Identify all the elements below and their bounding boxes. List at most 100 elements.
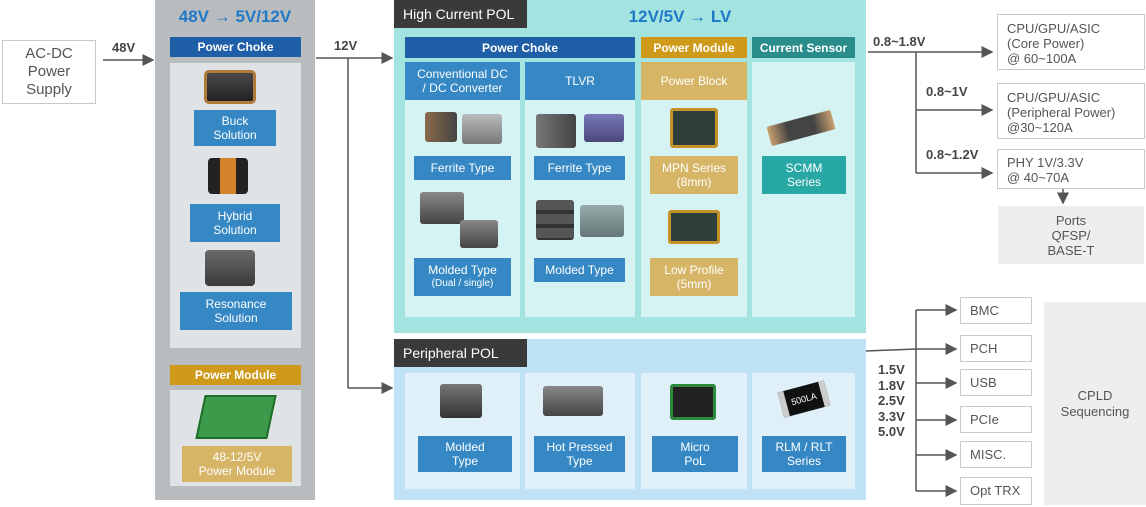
hybrid-line-1: Hybrid bbox=[217, 209, 253, 223]
conv-molded-image-1 bbox=[420, 192, 464, 224]
resonance-inductor-image bbox=[205, 250, 255, 286]
conv-molded-image-2 bbox=[460, 220, 498, 248]
conv-molded-type-box: Molded Type (Dual / single) bbox=[414, 258, 511, 296]
conv-molded-line-2: (Dual / single) bbox=[431, 278, 494, 289]
buck-inductor-image bbox=[204, 70, 256, 104]
pv-4: 3.3V bbox=[878, 408, 905, 424]
ppol-molded-line-2: Type bbox=[451, 454, 478, 468]
scmm-line-2: Series bbox=[786, 175, 821, 189]
mpn-line-2: (8mm) bbox=[676, 175, 712, 189]
stage1-power-choke-header: Power Choke bbox=[170, 37, 301, 57]
label-12v: 12V bbox=[334, 38, 358, 53]
micro-pol-line-1: Micro bbox=[680, 440, 710, 454]
ports-line-1: Ports bbox=[1055, 212, 1087, 228]
core-line-2: (Core Power) bbox=[1007, 36, 1085, 51]
ac-dc-line-1: AC-DC bbox=[25, 45, 73, 62]
phy-box: PHY 1V/3.3V @ 40~70A bbox=[997, 149, 1145, 189]
conv-molded-line-1: Molded Type bbox=[428, 263, 497, 277]
buck-line-1: Buck bbox=[221, 114, 249, 128]
hc-power-module-header: Power Module bbox=[641, 37, 747, 58]
hybrid-line-2: Solution bbox=[213, 223, 257, 237]
ports-line-3: BASE-T bbox=[1047, 242, 1095, 258]
core-power-box: CPU/GPU/ASIC (Core Power) @ 60~100A bbox=[997, 14, 1145, 70]
power-module-48-12-5v-box: 48-12/5V Power Module bbox=[182, 446, 292, 482]
buck-solution-box: Buck Solution bbox=[194, 110, 276, 146]
ppol-micro-pol-box: Micro PoL bbox=[652, 436, 738, 472]
ppol-rlm-rlt-box: RLM / RLT Series bbox=[762, 436, 846, 472]
high-current-pol-title: 12V/5V → LV bbox=[628, 7, 732, 26]
resonance-solution-box: Resonance Solution bbox=[180, 292, 292, 330]
micro-pol-image bbox=[670, 384, 716, 420]
ac-dc-line-2: Power bbox=[27, 63, 71, 80]
low-profile-module-image bbox=[668, 210, 720, 244]
module-line-1: 48-12/5V bbox=[212, 450, 262, 464]
phy-line-2: @ 40~70A bbox=[1007, 170, 1069, 185]
scmm-line-1: SCMM bbox=[785, 161, 823, 175]
ac-dc-power-supply-box: AC-DC Power Supply bbox=[2, 40, 96, 104]
tlvr-ferrite-image-1 bbox=[536, 114, 576, 148]
ppol-hot-pressed-box: Hot Pressed Type bbox=[534, 436, 625, 472]
conv-line-2: / DC Converter bbox=[422, 81, 503, 95]
low-profile-line-2: (5mm) bbox=[676, 277, 712, 291]
low-profile-box: Low Profile (5mm) bbox=[650, 258, 738, 296]
tlvr-header: TLVR bbox=[525, 62, 635, 100]
high-current-pol-tab: High Current POL bbox=[394, 0, 527, 28]
rlm-resistor-marking: 500LA bbox=[790, 390, 818, 408]
rlm-line-2: Series bbox=[786, 454, 821, 468]
peripheral-line-3: @30~120A bbox=[1007, 120, 1073, 135]
tlvr-molded-image-2 bbox=[580, 205, 624, 237]
ppol-molded-type-box: Molded Type bbox=[418, 436, 512, 472]
core-line-1: CPU/GPU/ASIC bbox=[1007, 21, 1101, 36]
phy-line-1: PHY 1V/3.3V bbox=[1007, 155, 1084, 170]
mpn-module-image bbox=[670, 108, 718, 148]
ac-dc-line-3: Supply bbox=[26, 81, 72, 98]
scmm-series-box: SCMM Series bbox=[762, 156, 846, 194]
tlvr-ferrite-image-2 bbox=[584, 114, 624, 142]
output-voltage-2: 0.8~1V bbox=[926, 84, 968, 99]
peripheral-line-2: (Peripheral Power) bbox=[1007, 105, 1116, 120]
cpld-sequencing-box: CPLD Sequencing bbox=[1044, 302, 1146, 505]
low-profile-line-1: Low Profile bbox=[664, 263, 724, 277]
ports-box: Ports QFSP/ BASE-T bbox=[998, 206, 1144, 264]
mpn-line-1: MPN Series bbox=[661, 161, 726, 175]
resonance-line-2: Solution bbox=[214, 311, 258, 325]
hot-pressed-line-2: Type bbox=[566, 454, 593, 468]
ppol-molded-line-1: Molded bbox=[445, 440, 485, 454]
power-module-board-image bbox=[195, 395, 277, 439]
label-48v: 48V bbox=[112, 40, 136, 55]
hybrid-inductor-image bbox=[208, 158, 248, 194]
conventional-dc-header: Conventional DC / DC Converter bbox=[405, 62, 520, 100]
stage1-power-module-header: Power Module bbox=[170, 365, 301, 385]
tlvr-molded-image-1 bbox=[536, 200, 574, 240]
cpld-line-2: Sequencing bbox=[1060, 403, 1130, 419]
peripheral-pol-tab: Peripheral POL bbox=[394, 339, 527, 367]
conv-line-1: Conventional DC bbox=[417, 67, 508, 81]
pv-1: 1.5V bbox=[878, 362, 905, 377]
peripheral-power-box: CPU/GPU/ASIC (Peripheral Power) @30~120A bbox=[997, 83, 1145, 139]
cpld-line-1: CPLD bbox=[1077, 387, 1113, 403]
out-pcie-box: PCIe bbox=[960, 406, 1032, 433]
peripheral-voltage-list: 1.5V 1.8V 2.5V 3.3V 5.0V bbox=[878, 362, 905, 440]
hc-power-choke-header: Power Choke bbox=[405, 37, 635, 58]
mpn-series-box: MPN Series (8mm) bbox=[650, 156, 738, 194]
core-line-3: @ 60~100A bbox=[1007, 51, 1077, 66]
out-opt-trx-box: Opt TRX bbox=[960, 477, 1032, 505]
rlm-line-1: RLM / RLT bbox=[775, 440, 833, 454]
hot-pressed-image bbox=[543, 386, 603, 416]
pv-5: 5.0V bbox=[878, 424, 905, 439]
buck-line-2: Solution bbox=[213, 128, 257, 142]
out-misc-box: MISC. bbox=[960, 441, 1032, 468]
hc-current-sensor-header: Current Sensor bbox=[752, 37, 855, 58]
tlvr-molded-type-box: Molded Type bbox=[534, 258, 625, 282]
pv-2: 1.8V bbox=[878, 377, 905, 393]
hybrid-solution-box: Hybrid Solution bbox=[190, 204, 280, 242]
conv-ferrite-image-1 bbox=[425, 112, 457, 142]
out-bmc-box: BMC bbox=[960, 297, 1032, 324]
power-block-header: Power Block bbox=[641, 62, 747, 100]
module-line-2: Power Module bbox=[198, 464, 276, 478]
hot-pressed-line-1: Hot Pressed bbox=[546, 440, 613, 454]
output-voltage-1: 0.8~1.8V bbox=[873, 34, 926, 49]
out-usb-box: USB bbox=[960, 369, 1032, 396]
resonance-line-1: Resonance bbox=[205, 297, 267, 311]
